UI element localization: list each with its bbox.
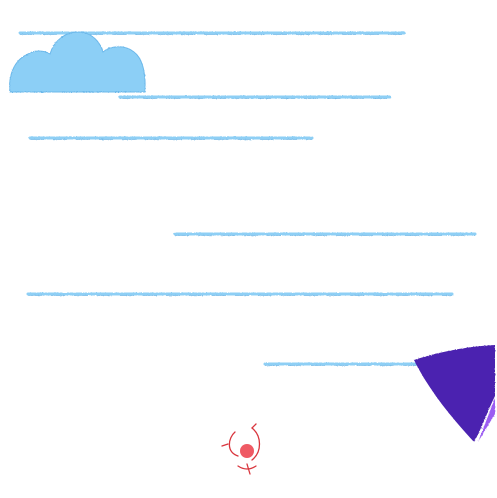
cloud-icon bbox=[9, 31, 146, 93]
target-icon bbox=[221, 423, 261, 475]
kite-icon bbox=[414, 345, 495, 442]
target-dot bbox=[240, 444, 254, 458]
